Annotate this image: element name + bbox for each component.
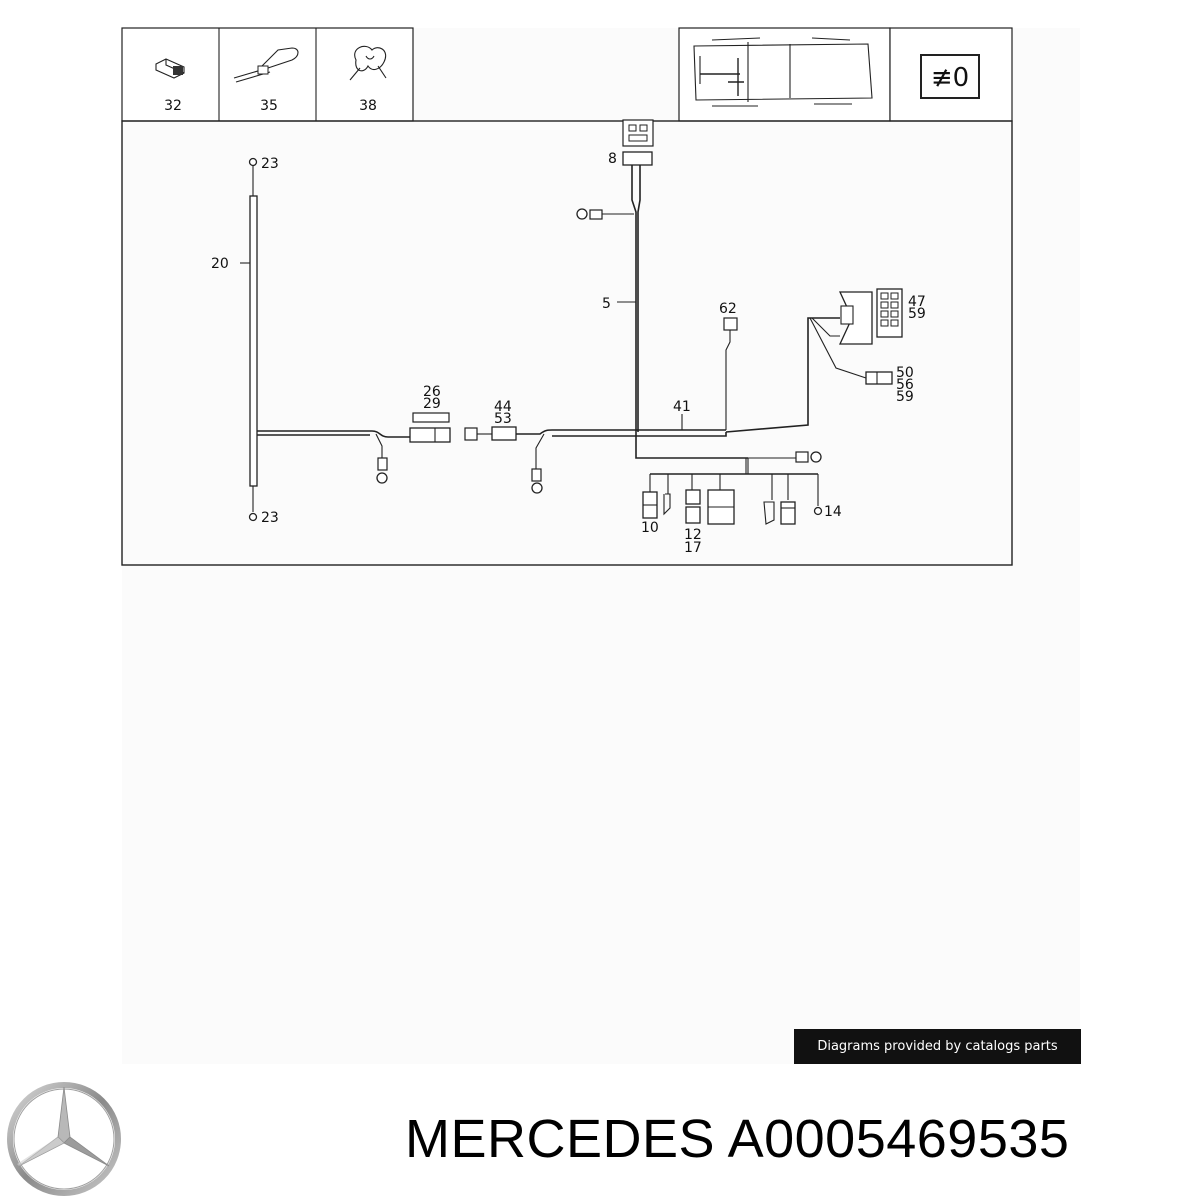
callout-59: 59 bbox=[896, 389, 914, 405]
credit-text: Diagrams provided by catalogs parts bbox=[817, 1039, 1058, 1054]
callout-5: 5 bbox=[602, 296, 611, 312]
thumbnail-label: 35 bbox=[260, 98, 278, 114]
diagram-background bbox=[122, 28, 1080, 1064]
harness-branch-62 bbox=[723, 317, 738, 430]
cable-tie-icon bbox=[233, 47, 299, 83]
callout-41: 41 bbox=[673, 399, 691, 415]
holder-clip-icon bbox=[349, 45, 387, 81]
callout-23: 23 bbox=[261, 510, 279, 526]
callout-62: 62 bbox=[719, 301, 737, 317]
callout-53: 53 bbox=[494, 411, 512, 427]
brand-name: MERCEDES bbox=[405, 1109, 716, 1169]
callout-23: 23 bbox=[261, 156, 279, 172]
fog-light-symbol-panel: ≢0 bbox=[889, 27, 1013, 122]
callout-50: 50 bbox=[896, 365, 914, 381]
thumbnail-row: 32 35 38 bbox=[121, 27, 414, 122]
connector-12 bbox=[685, 489, 701, 505]
callout-44: 44 bbox=[494, 399, 512, 415]
fog-light-symbol-icon bbox=[920, 54, 980, 99]
main-harness bbox=[257, 412, 727, 494]
fog-light-symbol-text: ≢0 bbox=[931, 63, 969, 93]
callout-8: 8 bbox=[608, 151, 617, 167]
harness-branch-5 bbox=[576, 119, 748, 459]
callout-20: 20 bbox=[211, 256, 229, 272]
connector-44-53 bbox=[491, 426, 517, 441]
connector-17 bbox=[685, 506, 701, 524]
callout-12: 12 bbox=[684, 527, 702, 543]
diagram-frame bbox=[121, 120, 1013, 566]
harness-branch-right bbox=[725, 288, 903, 433]
callout-10: 10 bbox=[641, 520, 659, 536]
callout-26: 26 bbox=[423, 384, 441, 400]
harness-branch-lower bbox=[642, 451, 823, 525]
connector-8 bbox=[622, 151, 653, 166]
callout-labels: 23 20 23 26 29 44 53 8 5 62 41 47 59 50 … bbox=[211, 151, 926, 556]
mercedes-star-icon bbox=[7, 1082, 121, 1196]
part-title: MERCEDES A0005469535 bbox=[405, 1108, 1069, 1170]
part-number: A0005469535 bbox=[727, 1109, 1070, 1169]
connector-50 bbox=[865, 371, 893, 385]
harness-branch-20 bbox=[240, 157, 258, 522]
callout-47: 47 bbox=[908, 294, 926, 310]
vehicle-location-icon bbox=[678, 27, 891, 122]
callout-17: 17 bbox=[684, 540, 702, 556]
thumbnail-label: 38 bbox=[359, 98, 377, 114]
credit-banner: Diagrams provided by catalogs parts bbox=[794, 1029, 1081, 1064]
clip-icon bbox=[155, 58, 185, 79]
callout-59: 59 bbox=[908, 306, 926, 322]
callout-29: 29 bbox=[423, 396, 441, 412]
connector-29 bbox=[409, 427, 451, 443]
connector-26 bbox=[412, 412, 450, 423]
callout-56: 56 bbox=[896, 377, 914, 393]
callout-14: 14 bbox=[824, 504, 842, 520]
thumbnail-label: 32 bbox=[164, 98, 182, 114]
